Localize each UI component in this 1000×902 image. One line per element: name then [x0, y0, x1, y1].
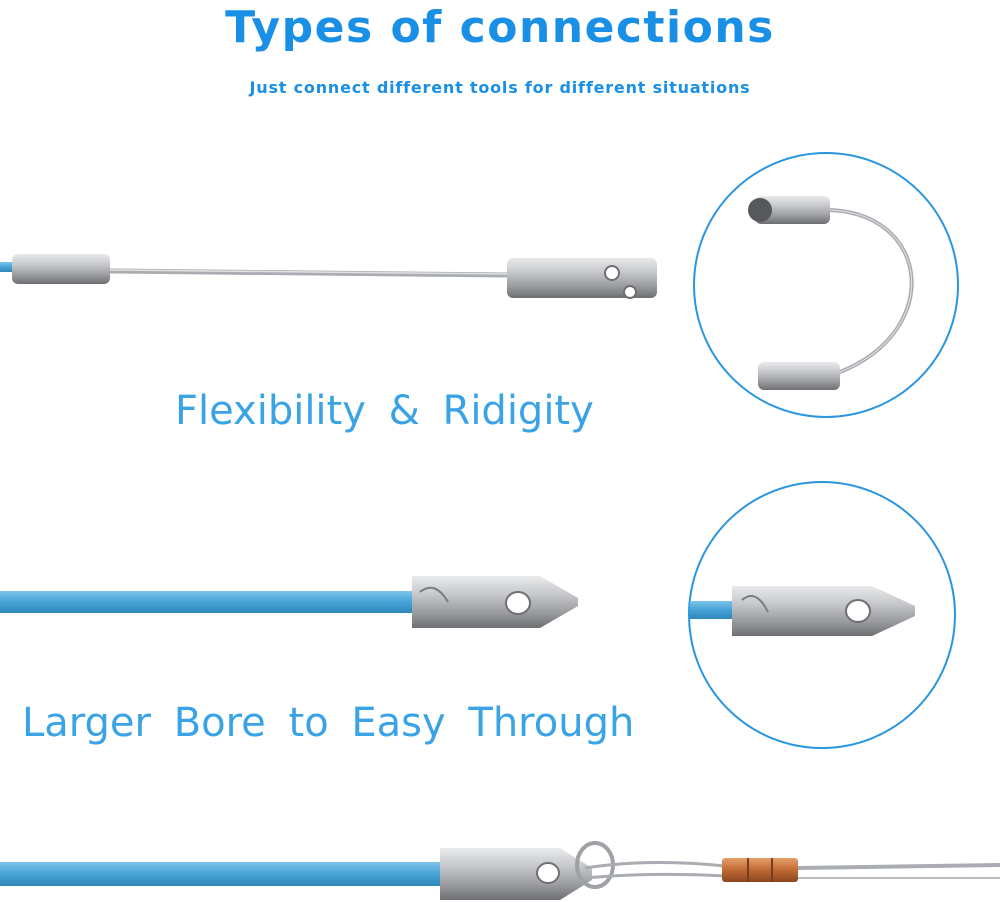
page-title: Types of connections [225, 2, 775, 53]
crimp-sleeve-top [755, 196, 830, 224]
blue-rod-stub [0, 262, 20, 272]
crimp-sleeve-bottom [758, 362, 840, 390]
blue-rod [0, 591, 420, 613]
bullet-tip-bottom [440, 848, 592, 900]
copper-crimp [722, 858, 798, 882]
steel-wire [109, 268, 513, 278]
blue-rod-bottom [0, 862, 450, 886]
rod-assembly-2 [0, 576, 578, 628]
connector-hole [604, 265, 620, 281]
rod-assembly-3 [0, 841, 1000, 900]
bullet-tip [412, 576, 578, 628]
caption-larger-bore: Larger Bore to Easy Through [22, 700, 635, 746]
detail-circle-bullet-tip [688, 481, 956, 749]
detail-circle-bent-wire [693, 152, 959, 418]
page-subtitle: Just connect different tools for differe… [249, 78, 751, 97]
caption-flexibility: Flexibility & Ridigity [175, 388, 594, 434]
bullet-tip-hole [505, 591, 531, 615]
swivel-connector [507, 258, 657, 298]
wire-assembly-1 [0, 254, 657, 299]
crimp-sleeve-left [12, 254, 110, 284]
